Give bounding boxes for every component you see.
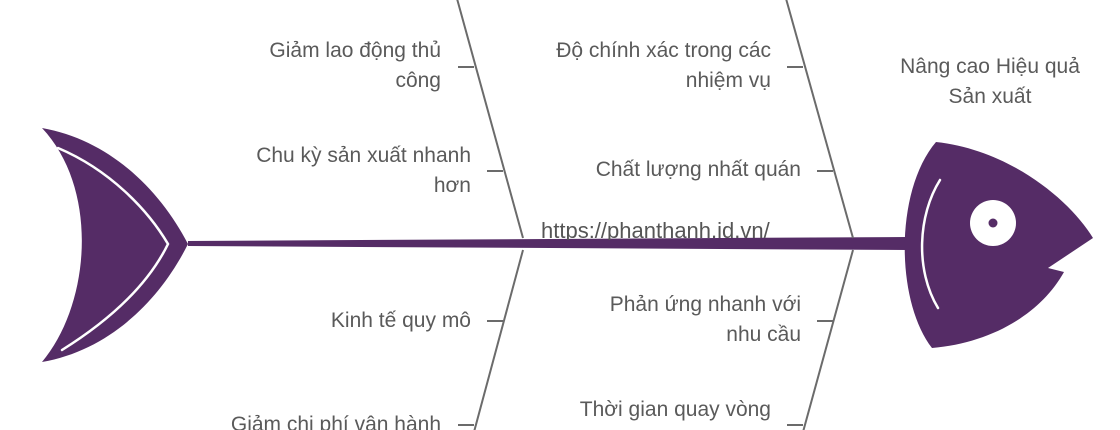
- fish-tail: [42, 128, 188, 362]
- spine: [188, 237, 908, 250]
- bones: [456, 0, 854, 430]
- cause-label: Chu kỳ sản xuất nhanh hơn: [256, 144, 471, 197]
- cause-label: Thời gian quay vòng: [579, 398, 771, 421]
- cause-label: Độ chính xác trong các nhiệm vụ: [556, 39, 771, 92]
- cause-label: Kinh tế quy mô: [330, 309, 471, 332]
- bone-lower-right: [802, 249, 854, 430]
- bone-lower-left: [473, 249, 524, 430]
- fish-head: [904, 142, 1093, 348]
- cause-label: Chất lượng nhất quán: [595, 158, 801, 181]
- cause-label: Phản ứng nhanh với nhu cầu: [609, 293, 801, 346]
- bone-upper-right: [785, 0, 854, 239]
- bone-upper-left: [456, 0, 524, 239]
- effect-label: Nâng cao Hiệu quả Sản xuất: [900, 55, 1080, 108]
- cause-label: Giảm chi phí vận hành: [230, 413, 441, 430]
- cause-label: Giảm lao động thủ công: [269, 39, 441, 92]
- watermark-text: https://phanthanh.id.vn/: [541, 218, 770, 240]
